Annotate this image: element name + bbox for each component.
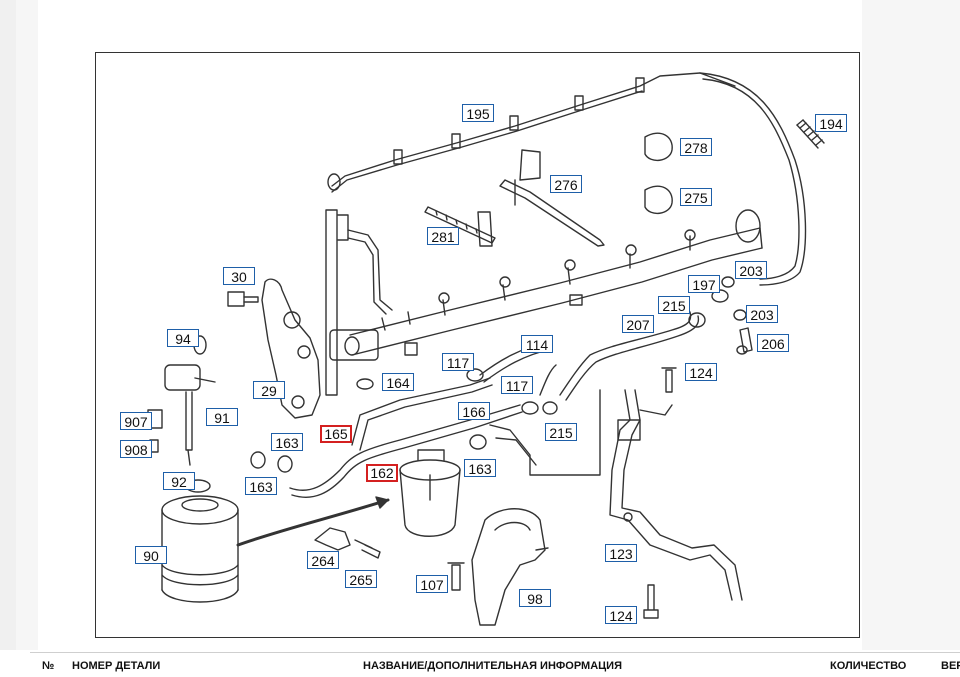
column-part-number: НОМЕР ДЕТАЛИ [72,660,161,672]
callout-195[interactable]: 195 [462,104,494,122]
return-line [699,72,807,286]
callout-281[interactable]: 281 [427,227,459,245]
clip-278 [644,132,673,161]
callout-275[interactable]: 275 [680,188,712,206]
callout-907[interactable]: 907 [120,412,152,430]
callout-123[interactable]: 123 [605,544,637,562]
callout-203[interactable]: 203 [735,261,767,279]
callout-94[interactable]: 94 [167,329,199,347]
hose-207 [559,311,692,396]
callout-124[interactable]: 124 [605,606,637,624]
callout-278[interactable]: 278 [680,138,712,156]
bolt-30 [227,291,259,307]
callout-30[interactable]: 30 [223,267,255,285]
column-number: № [42,660,55,672]
bolt-124-bottom [643,584,659,619]
callout-117[interactable]: 117 [442,353,474,371]
hose-clamps [250,276,747,473]
callout-114[interactable]: 114 [521,335,553,353]
parts-table-header: № НОМЕР ДЕТАЛИ НАЗВАНИЕ/ДОПОЛНИТЕЛЬНАЯ И… [30,652,960,677]
callout-197[interactable]: 197 [688,275,720,293]
injector [325,209,393,396]
column-name: НАЗВАНИЕ/ДОПОЛНИТЕЛЬНАЯ ИНФОРМАЦИЯ [363,660,622,672]
callout-164[interactable]: 164 [382,373,414,391]
clip-264 [314,527,351,551]
callout-264[interactable]: 264 [307,551,339,569]
fuel-lines [289,341,601,498]
callout-90[interactable]: 90 [135,546,167,564]
clip-275 [644,185,673,214]
callout-92[interactable]: 92 [163,472,195,490]
column-version: ВЕР [941,660,960,672]
bolt-124-top [661,367,677,393]
callout-166[interactable]: 166 [458,402,490,420]
sensor-assembly-91 [147,335,216,466]
column-quantity: КОЛИЧЕСТВО [830,660,907,672]
callout-207[interactable]: 207 [622,315,654,333]
filter-housing-162 [399,449,461,537]
cable-tie-281 [424,206,496,247]
leak-off-line-195 [327,72,736,193]
callout-29[interactable]: 29 [253,381,285,399]
callout-215[interactable]: 215 [658,296,690,314]
callout-117[interactable]: 117 [501,376,533,394]
fuel-filter-90 [161,495,239,603]
bracket-123 [609,389,743,601]
callout-163[interactable]: 163 [245,477,277,495]
callout-91[interactable]: 91 [206,408,238,426]
sleeve-194 [796,119,825,149]
callout-98[interactable]: 98 [519,589,551,607]
screw-265 [354,539,381,559]
callout-215[interactable]: 215 [545,423,577,441]
fuel-rail [349,209,763,356]
callout-276[interactable]: 276 [550,175,582,193]
callout-124[interactable]: 124 [685,363,717,381]
callout-163[interactable]: 163 [271,433,303,451]
bracket-98 [471,508,549,626]
direction-arrow [236,498,390,547]
callout-203[interactable]: 203 [746,305,778,323]
callout-206[interactable]: 206 [757,334,789,352]
callout-908[interactable]: 908 [120,440,152,458]
diagram-frame [95,52,860,638]
callout-162[interactable]: 162 [366,464,398,482]
holder-276 [499,149,605,247]
callout-163[interactable]: 163 [464,459,496,477]
callout-194[interactable]: 194 [815,114,847,132]
callout-265[interactable]: 265 [345,570,377,588]
callout-107[interactable]: 107 [416,575,448,593]
callout-165[interactable]: 165 [320,425,352,443]
banjo-bolt-206 [736,327,753,355]
bolt-107 [447,562,465,591]
